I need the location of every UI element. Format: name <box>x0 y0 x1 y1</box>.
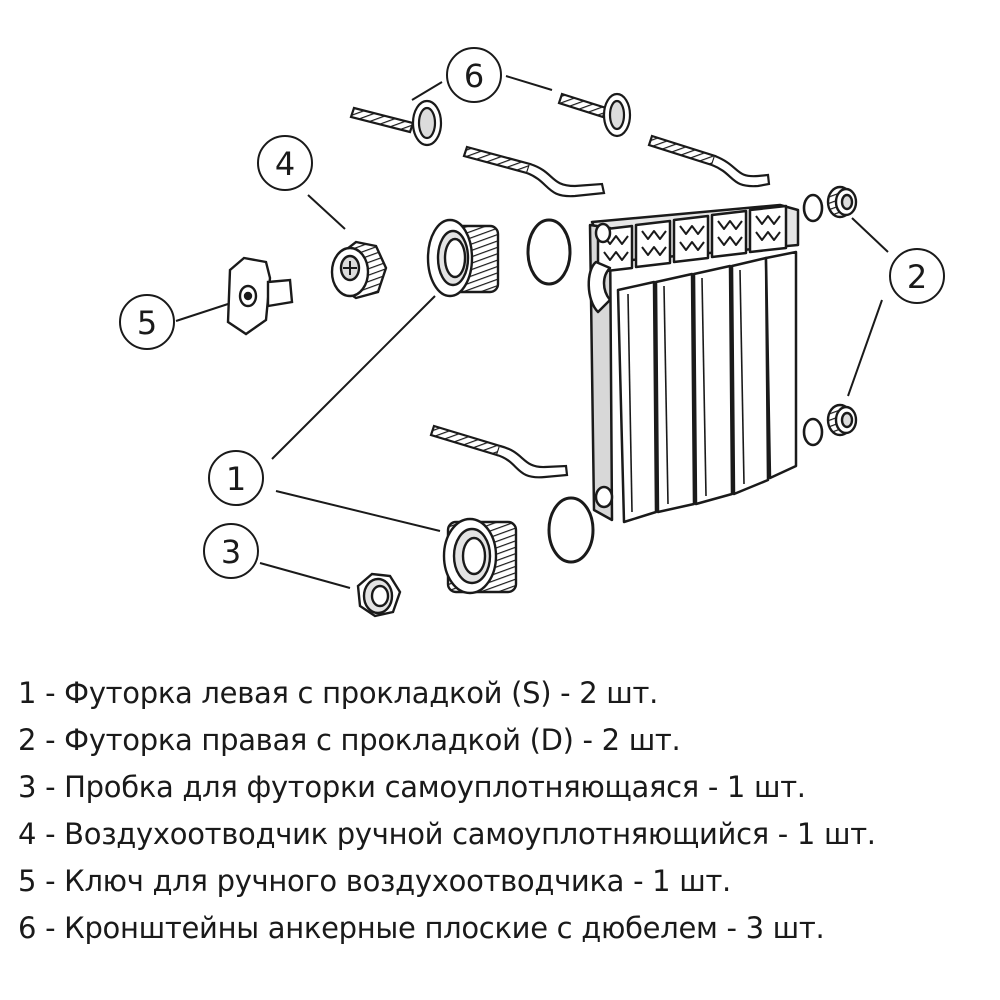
gasket-right-top <box>802 193 824 223</box>
parts-legend: 1 - Футорка левая с прокладкой (S) - 2 ш… <box>18 670 988 952</box>
vent-key <box>226 256 294 336</box>
gasket-top-left <box>526 218 572 286</box>
callout-circle-3 <box>203 523 259 579</box>
callout-circle-4 <box>257 135 313 191</box>
probka-plug <box>356 572 402 618</box>
callout-5: 5 <box>137 304 157 342</box>
assembly-diagram: 6 4 5 1 3 2 <box>119 47 945 618</box>
legend-item-1: 1 - Футорка левая с прокладкой (S) - 2 ш… <box>18 676 659 710</box>
legend-item-4: 4 - Воздухоотводчик ручной самоуплотняющ… <box>18 817 876 851</box>
callout-circle-1 <box>208 450 264 506</box>
callout-1: 1 <box>226 460 246 498</box>
callout-2: 2 <box>907 258 927 296</box>
legend-item-6: 6 - Кронштейны анкерные плоские с дюбеле… <box>18 911 825 945</box>
futorka-left-top <box>426 218 500 298</box>
callout-4: 4 <box>275 145 295 183</box>
bracket-hook-top-right <box>647 134 771 188</box>
callout-circle-2 <box>889 248 945 304</box>
leader-lines <box>175 75 889 589</box>
callout-circle-6 <box>446 47 502 103</box>
bracket-hook-bottom <box>429 424 569 479</box>
legend-item-2: 2 - Футорка правая с прокладкой (D) - 2 … <box>18 723 681 757</box>
bracket-bolt-right <box>557 92 632 138</box>
futorka-left-bottom <box>442 517 518 595</box>
gasket-right-bottom <box>802 417 824 447</box>
gasket-bottom-left <box>547 496 595 564</box>
callout-circle-5 <box>119 294 175 350</box>
bracket-hook-top-left <box>462 145 606 198</box>
legend-item-5: 5 - Ключ для ручного воздухоотводчика - … <box>18 864 731 898</box>
legend-item-3: 3 - Пробка для футорки самоуплотняющаяся… <box>18 770 806 804</box>
air-vent <box>330 240 388 300</box>
futorka-right-bottom <box>826 403 858 437</box>
bracket-bolt-left <box>349 99 443 147</box>
callout-3: 3 <box>221 533 241 571</box>
callout-6: 6 <box>464 57 484 95</box>
futorka-right-top <box>826 185 858 219</box>
radiator <box>587 203 800 524</box>
